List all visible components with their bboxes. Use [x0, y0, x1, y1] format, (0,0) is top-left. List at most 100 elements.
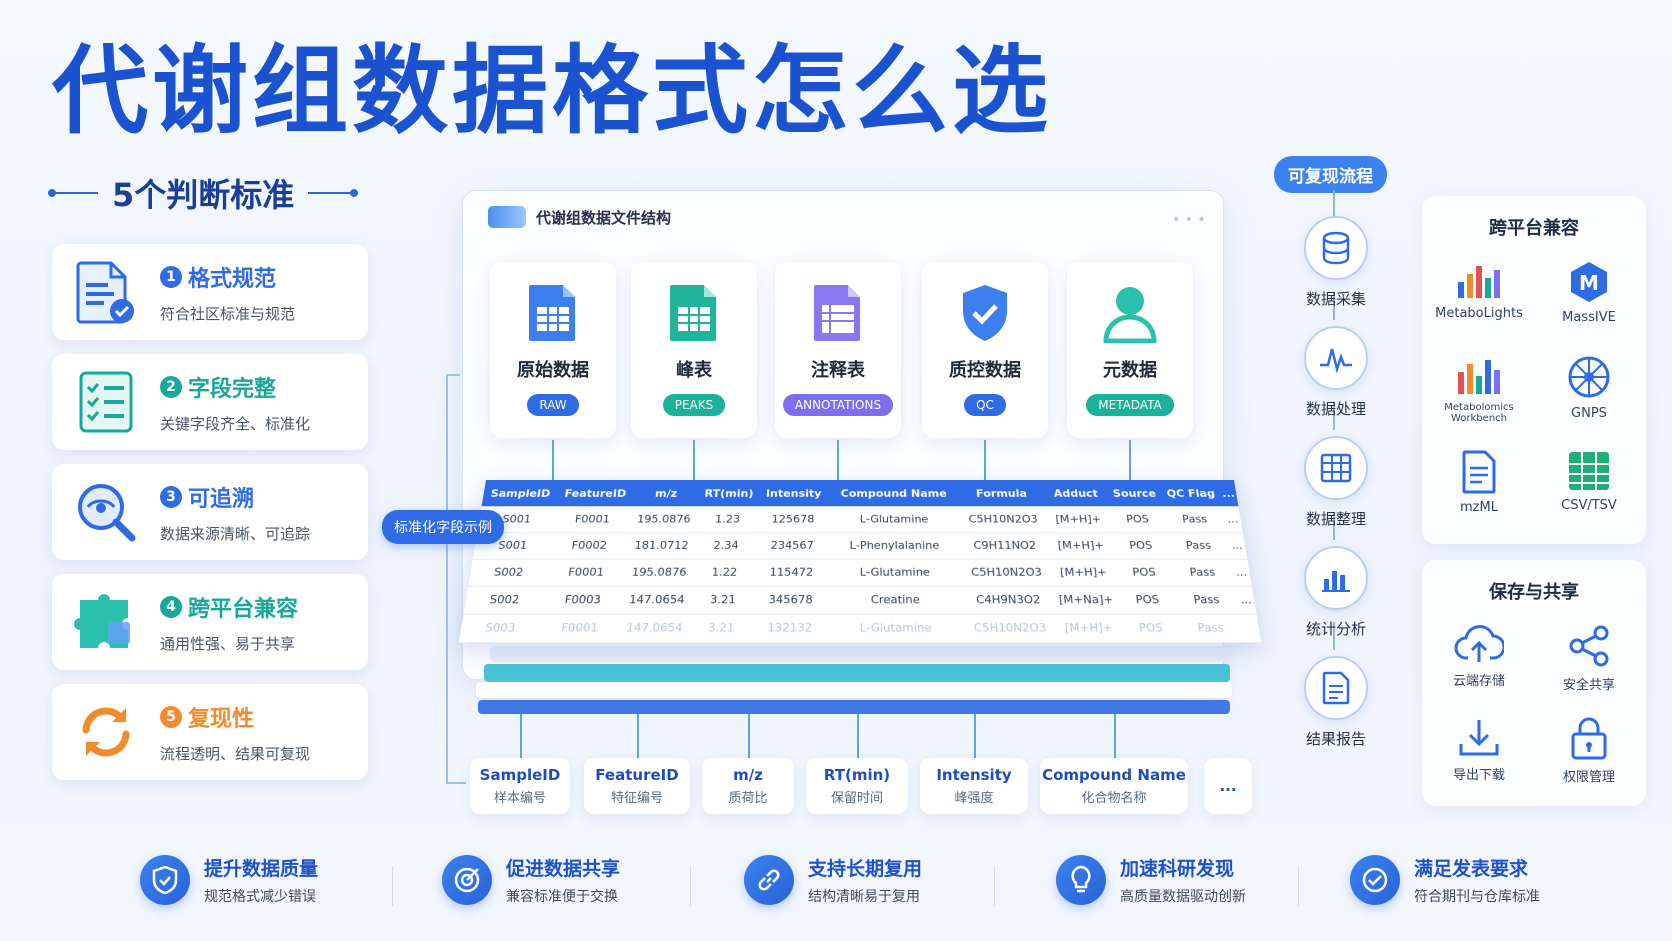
storage-permission[interactable]: 权限管理 — [1534, 716, 1644, 785]
table-cell: F0001 — [537, 614, 621, 642]
file-layer — [484, 664, 1230, 682]
criterion-title: 跨平台兼容 — [188, 591, 298, 623]
decor-line-right — [308, 192, 354, 194]
flow-step-label: 结果报告 — [1306, 728, 1366, 749]
table-header-cell: QC Flag — [1159, 480, 1222, 506]
file-card-peaks[interactable]: 峰表 PEAKS — [631, 262, 757, 438]
table-cell: Pass — [1173, 586, 1239, 614]
table-cell: [M+H]+ — [1054, 614, 1125, 642]
field-more: ... — [1204, 758, 1252, 814]
table-header-cell: SampleID — [482, 480, 560, 506]
table-cell: 115472 — [755, 559, 827, 586]
file-card-annotations[interactable]: 注释表 ANNOTATIONS — [775, 262, 901, 438]
table-cell: F0001 — [552, 506, 632, 532]
table-cell: ... — [1231, 559, 1252, 586]
benefit-reuse: 支持长期复用结构清晰易于复用 — [744, 854, 922, 906]
criterion-desc: 流程透明、结果可复现 — [160, 743, 310, 764]
file-card-metadata[interactable]: 元数据 METADATA — [1067, 262, 1193, 438]
table-cell: POS — [1121, 614, 1181, 642]
connector-line — [837, 440, 839, 480]
table-cell: L-Phenylalanine — [827, 532, 962, 559]
field-featureid: FeatureID特征编号 — [584, 758, 690, 814]
table-cell: C4H9N3O2 — [963, 586, 1053, 614]
field-cn: 峰强度 — [954, 787, 993, 806]
flow-step-organize: 数据整理 — [1296, 436, 1376, 529]
spreadsheet-file-icon — [668, 282, 720, 344]
file-card-label: 元数据 — [1103, 356, 1157, 382]
criterion-number: 4 — [160, 596, 182, 618]
standard-fields-label: 标准化字段示例 — [382, 510, 504, 544]
file-layer — [476, 682, 1232, 698]
criterion-desc: 通用性强、易于共享 — [160, 633, 298, 654]
table-header-cell: Compound Name — [828, 480, 960, 506]
table-cell: F0003 — [541, 586, 624, 614]
file-card-label: 原始数据 — [517, 356, 589, 382]
criterion-desc: 数据来源清晰、可追踪 — [160, 523, 310, 544]
document-check-icon — [74, 260, 138, 324]
download-icon — [1457, 716, 1501, 758]
platform-metabolights[interactable]: MetaboLights — [1424, 260, 1534, 321]
platform-mzml[interactable]: mzML — [1424, 450, 1534, 515]
file-card-qc[interactable]: 质控数据 QC — [922, 262, 1048, 438]
platform-metabolomics-workbench[interactable]: Metabolomics Workbench — [1424, 356, 1534, 424]
flow-step-process: 数据处理 — [1296, 326, 1376, 419]
connector-line — [1129, 440, 1131, 480]
table-cell: POS — [1115, 559, 1173, 586]
table-cell: 3.21 — [690, 586, 755, 614]
platforms-box: 跨平台兼容 MetaboLights M MassIVE Metabolomic… — [1422, 196, 1646, 544]
table-row: S003F0001147.06543.21132132L-GlutamineC5… — [459, 614, 1261, 642]
flow-step-analysis: 统计分析 — [1296, 546, 1376, 639]
criterion-card-3: 3可追溯 数据来源清晰、可追踪 — [52, 464, 368, 560]
storage-download[interactable]: 导出下载 — [1424, 716, 1534, 783]
benefit-title: 提升数据质量 — [204, 854, 318, 881]
file-card-badge: QC — [964, 394, 1006, 416]
standardized-table: SampleIDFeatureIDm/zRT(min)IntensityComp… — [459, 480, 1262, 643]
table-cell: 345678 — [754, 586, 827, 614]
table-cell: ... — [1227, 532, 1247, 559]
field-intensity: Intensity峰强度 — [920, 758, 1028, 814]
table-header-cell: Intensity — [759, 480, 829, 506]
folder-icon — [488, 206, 526, 228]
field-cn: 样本编号 — [494, 787, 546, 806]
panel-menu-dots[interactable]: • • • — [1172, 212, 1206, 228]
benefit-desc: 高质量数据驱动创新 — [1120, 886, 1246, 906]
table-header-cell: Formula — [959, 480, 1045, 506]
waveform-icon — [1304, 326, 1368, 390]
lock-icon — [1569, 716, 1609, 760]
panel-header: 代谢组数据文件结构 — [488, 206, 671, 228]
table-row: S002F0001195.08761.22115472L-GlutamineC5… — [468, 559, 1252, 586]
table-cell: Pass — [1170, 559, 1236, 586]
platform-massive[interactable]: M MassIVE — [1534, 260, 1644, 325]
field-cn: 特征编号 — [611, 787, 663, 806]
table-header-row: SampleIDFeatureIDm/zRT(min)IntensityComp… — [482, 480, 1239, 506]
cloud-upload-icon — [1454, 624, 1504, 664]
platform-csv-tsv[interactable]: CSV/TSV — [1534, 450, 1644, 513]
storage-share[interactable]: 安全共享 — [1534, 624, 1644, 693]
page-subtitle: 5个判断标准 — [52, 170, 354, 216]
table-cell — [1240, 614, 1261, 642]
table-cell: 125678 — [758, 506, 828, 532]
table-cell: 181.0712 — [627, 532, 696, 559]
platform-gnps[interactable]: GNPS — [1534, 354, 1644, 421]
connector-line — [637, 714, 639, 758]
table-cell: 147.0654 — [621, 586, 692, 614]
table-cell: F0002 — [549, 532, 630, 559]
table-header-cell: Source — [1106, 480, 1162, 506]
table-cell: L-Glutamine — [826, 614, 966, 642]
field-name: m/z — [733, 766, 763, 784]
benefit-publication: 满足发表要求符合期刊与仓库标准 — [1350, 854, 1540, 906]
table-cell: 1.23 — [696, 506, 759, 532]
database-icon — [1304, 216, 1368, 280]
table-header-cell: ... — [1218, 480, 1238, 506]
file-layer — [478, 700, 1230, 714]
checklist-icon — [74, 370, 138, 434]
file-card-raw[interactable]: 原始数据 RAW — [490, 262, 616, 438]
criterion-desc: 关键字段齐全、标准化 — [160, 413, 310, 434]
bulb-icon — [1056, 855, 1106, 905]
table-cell: F0001 — [545, 559, 627, 586]
platform-label: MetaboLights — [1435, 306, 1523, 321]
target-icon — [442, 855, 492, 905]
storage-cloud[interactable]: 云端存储 — [1424, 624, 1534, 689]
criterion-title: 格式规范 — [188, 261, 276, 293]
table-cell: L-Glutamine — [827, 559, 964, 586]
